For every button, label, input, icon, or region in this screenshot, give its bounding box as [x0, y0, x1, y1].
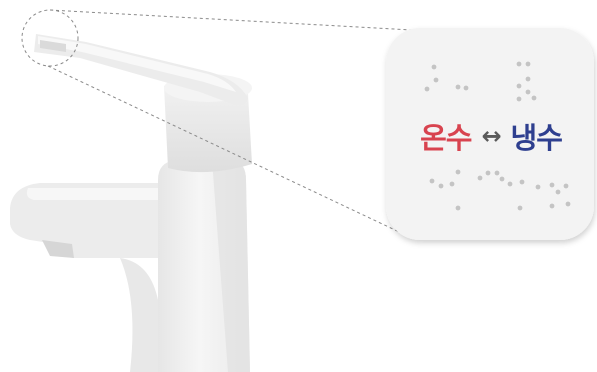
faucet-base-curve [120, 258, 158, 372]
zoom-line-top [50, 10, 412, 30]
warm-water-label: 온수 [420, 115, 471, 157]
faucet-icon [10, 34, 252, 372]
cold-water-label: 냉수 [511, 115, 562, 157]
double-arrow-icon: ↔ [481, 124, 500, 148]
braille-label: 온수 ↔ 냉수 [388, 116, 594, 156]
faucet-spout-top [27, 188, 158, 200]
